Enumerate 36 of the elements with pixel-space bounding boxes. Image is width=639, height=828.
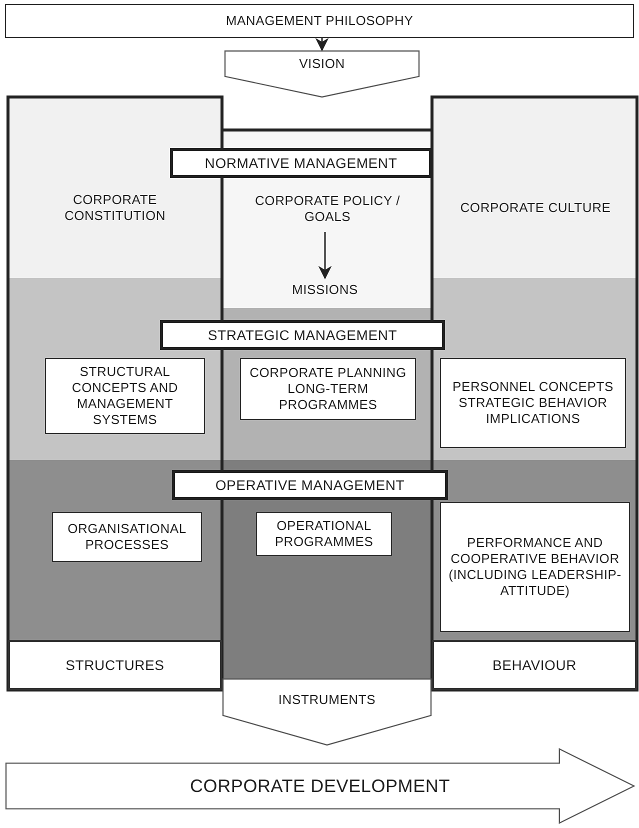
node-label: CORPORATE POLICY / GOALS [254,193,402,225]
node-label: OPERATIONAL PROGRAMMES [274,518,374,550]
node-label: VISION [299,56,345,72]
label-box [256,512,392,556]
node-label: INSTRUMENTS [278,692,376,708]
node-label: PERSONNEL CONCEPTS STRATEGIC BEHAVIOR IMPLICATIONS [452,379,614,427]
node-label: CORPORATE CONSTITUTION [63,192,167,224]
node-label: STRATEGIC MANAGEMENT [208,327,398,343]
label-box [45,358,205,434]
chevron-shape [222,678,432,746]
arrow [315,38,329,52]
node-label: CORPORATE DEVELOPMENT [190,775,450,797]
node-label: CORPORATE CULTURE [459,200,612,216]
level-header [170,148,432,178]
node-label: STRUCTURES [66,657,164,673]
node-label: MISSIONS [291,282,359,298]
node-label: NORMATIVE MANAGEMENT [204,155,398,171]
arrow [318,232,332,280]
node-label: OPERATIVE MANAGEMENT [215,477,405,493]
level-header [160,320,445,350]
development-arrow [5,748,635,824]
node-label: ORGANISATIONAL PROCESSES [66,521,188,553]
level-header [172,470,448,500]
node-label: BEHAVIOUR [492,657,577,673]
chevron-shape [224,50,420,98]
node-label: MANAGEMENT PHILOSOPHY [226,13,414,29]
label-box [440,358,626,448]
column-footer [432,640,637,690]
column-footer [8,640,222,690]
label-box [440,502,630,632]
node-label: CORPORATE PLANNING LONG-TERM PROGRAMMES [248,365,408,413]
label-box [52,512,202,562]
node-label: STRUCTURAL CONCEPTS AND MANAGEMENT SYSTEMS [70,364,180,428]
node-label: PERFORMANCE AND COOPERATIVE BEHAVIOR (INCLUDING LEADERSHIP-ATTITUDE) [448,535,622,599]
label-box [240,358,416,420]
banner-shape [5,4,634,38]
